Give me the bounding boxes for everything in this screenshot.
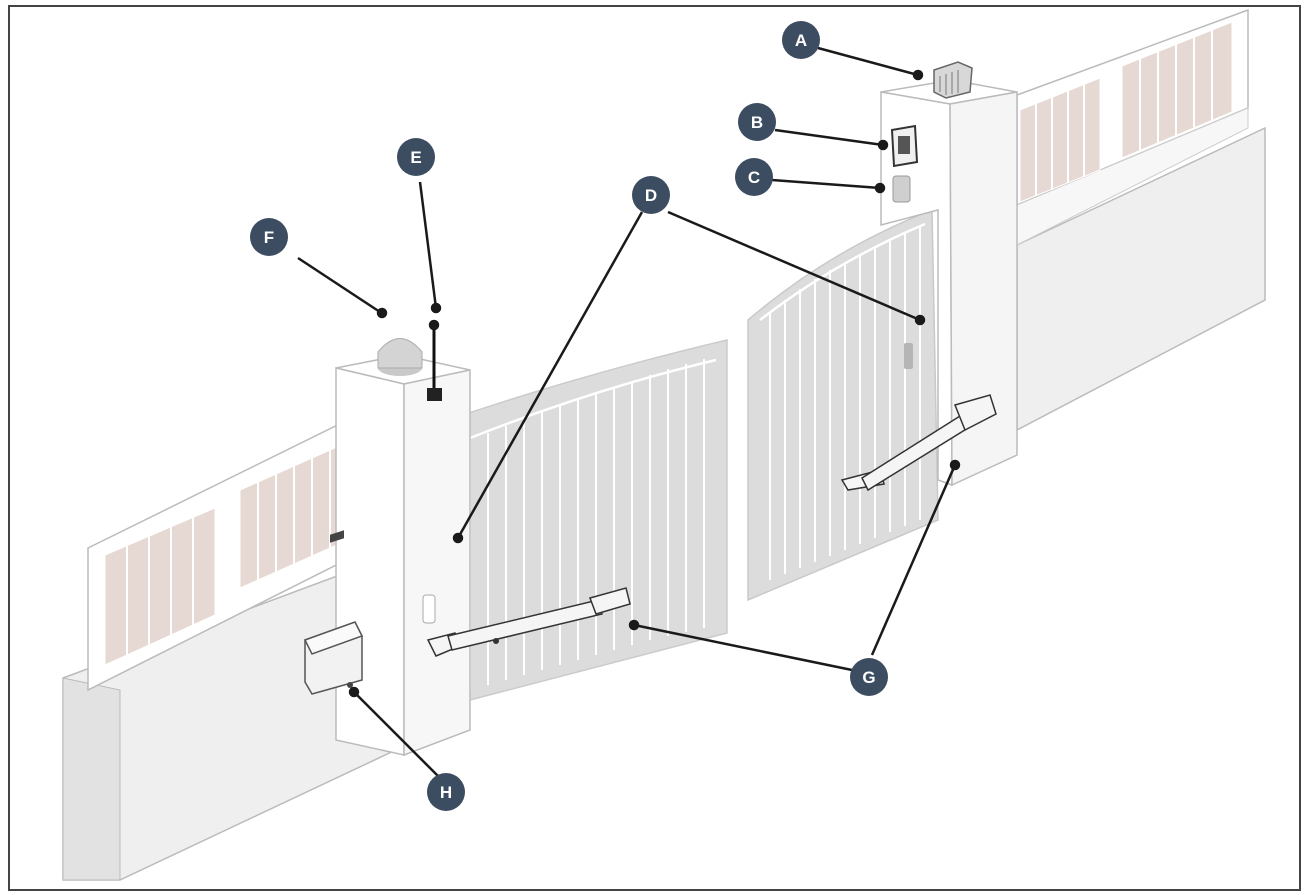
left-photocell <box>422 594 436 624</box>
device-e-antenna <box>427 325 442 401</box>
leader-d-right <box>667 210 921 322</box>
callout-badge-a: A <box>782 21 820 59</box>
callout-label-g: G <box>862 668 875 687</box>
device-h-control-unit <box>303 530 364 695</box>
right-wall <box>1016 8 1266 432</box>
leader-g-right <box>870 464 957 656</box>
callout-badge-b: B <box>738 103 776 141</box>
leader-lines <box>297 46 961 779</box>
callout-label-b: B <box>751 113 763 132</box>
device-a-lamp <box>933 61 973 99</box>
device-f-flashing-light <box>377 338 423 376</box>
callout-badge-c: C <box>735 158 773 196</box>
left-actuator-arm <box>426 587 631 657</box>
device-b-keypad <box>890 124 919 168</box>
leader-e-upper <box>418 181 438 309</box>
right-actuator-arm <box>840 394 997 492</box>
leader-g-left <box>633 623 853 672</box>
leader-a <box>817 46 919 77</box>
callout-badge-g: G <box>850 658 888 696</box>
callout-badge-f: F <box>250 218 288 256</box>
leader-c <box>771 178 881 190</box>
leader-d-left <box>456 211 644 539</box>
leader-f <box>297 256 381 314</box>
callout-label-c: C <box>748 168 760 187</box>
callout-badge-h: H <box>427 773 465 811</box>
callout-label-e: E <box>410 148 421 167</box>
callout-label-h: H <box>440 783 452 802</box>
callout-label-a: A <box>795 31 807 50</box>
callout-label-f: F <box>264 228 274 247</box>
device-c-button <box>892 175 911 203</box>
callout-badge-d: D <box>632 176 670 214</box>
leader-h <box>353 691 441 779</box>
callout-badge-e: E <box>397 138 435 176</box>
right-photocell <box>904 343 913 369</box>
leader-b <box>774 128 884 147</box>
callout-label-d: D <box>645 186 657 205</box>
